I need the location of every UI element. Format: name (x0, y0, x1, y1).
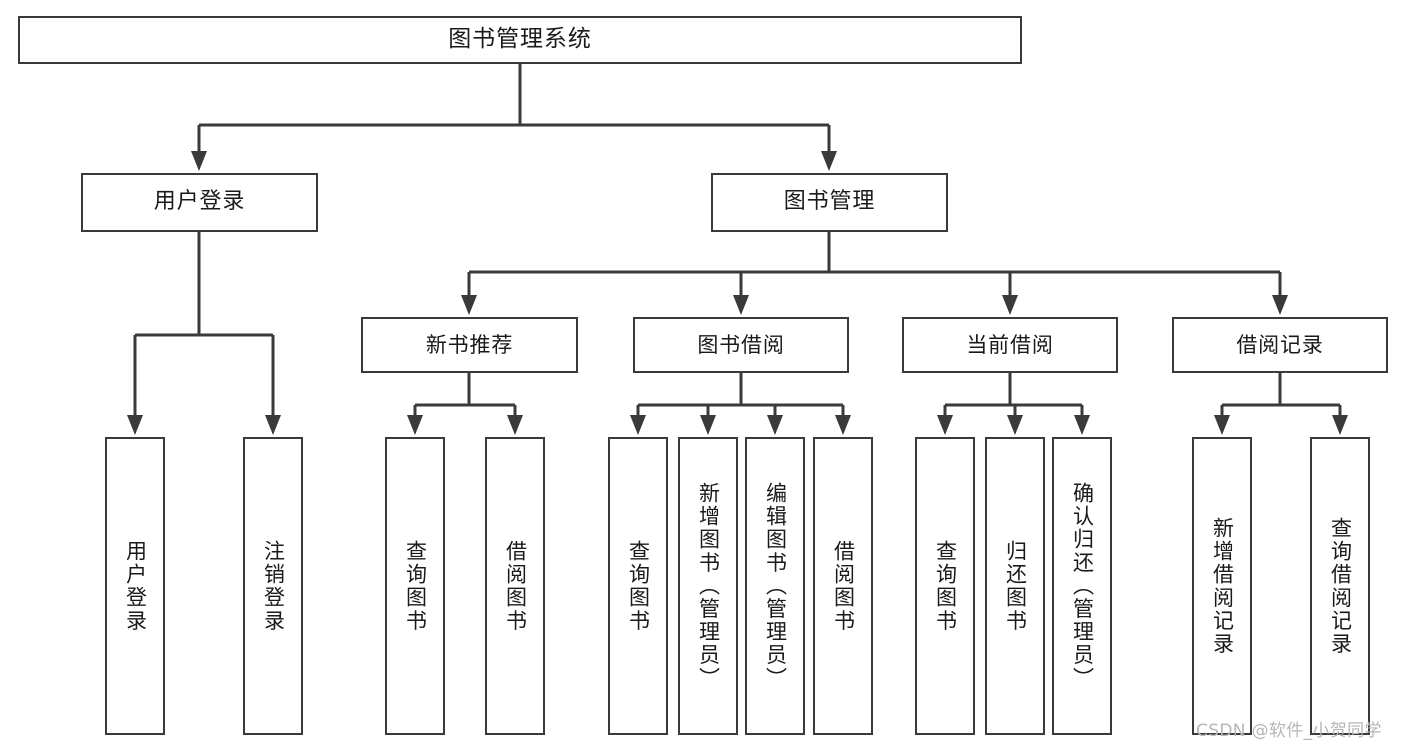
node-leaf-user-login: 用户登录 (105, 437, 165, 735)
node-label: 借阅图书 (831, 539, 856, 633)
node-leaf-logout: 注销登录 (243, 437, 303, 735)
node-leaf-borrow-book-2: 借阅图书 (813, 437, 873, 735)
node-label: 当前借阅 (966, 332, 1054, 357)
node-book-manage: 图书管理 (711, 173, 948, 232)
node-label: 确认归还（管理员） (1070, 482, 1095, 690)
node-label: 注销登录 (261, 539, 286, 633)
node-label: 用户登录 (123, 539, 148, 633)
node-leaf-add-book: 新增图书（管理员） (678, 437, 738, 735)
node-label: 新增图书（管理员） (696, 482, 721, 690)
node-leaf-return-book: 归还图书 (985, 437, 1045, 735)
node-book-borrow: 图书借阅 (633, 317, 849, 373)
node-label: 图书管理系统 (448, 26, 592, 53)
node-leaf-add-record: 新增借阅记录 (1192, 437, 1252, 735)
node-label: 图书借阅 (697, 332, 785, 357)
node-label: 查询借阅记录 (1328, 516, 1353, 656)
node-label: 图书管理 (783, 189, 876, 215)
node-label: 借阅图书 (503, 539, 528, 633)
node-label: 归还图书 (1003, 539, 1028, 633)
node-borrow-record: 借阅记录 (1172, 317, 1388, 373)
node-leaf-borrow-book-1: 借阅图书 (485, 437, 545, 735)
node-label: 用户登录 (153, 189, 246, 215)
node-label: 查询图书 (933, 539, 958, 633)
node-leaf-edit-book: 编辑图书（管理员） (745, 437, 805, 735)
node-label: 借阅记录 (1236, 332, 1324, 357)
node-new-book-rec: 新书推荐 (361, 317, 578, 373)
node-label: 新书推荐 (425, 332, 514, 357)
node-user-login: 用户登录 (81, 173, 318, 232)
csdn-watermark: CSDN @软件_小贺同学 (1196, 721, 1382, 741)
node-label: 编辑图书（管理员） (763, 482, 788, 690)
node-current-borrow: 当前借阅 (902, 317, 1118, 373)
node-leaf-confirm-return: 确认归还（管理员） (1052, 437, 1112, 735)
node-leaf-query-book-2: 查询图书 (608, 437, 668, 735)
node-label: 新增借阅记录 (1210, 516, 1235, 656)
node-root: 图书管理系统 (18, 16, 1022, 64)
node-leaf-query-book-1: 查询图书 (385, 437, 445, 735)
node-leaf-query-record: 查询借阅记录 (1310, 437, 1370, 735)
node-label: 查询图书 (626, 539, 651, 633)
node-leaf-query-book-3: 查询图书 (915, 437, 975, 735)
node-label: 查询图书 (403, 539, 428, 633)
